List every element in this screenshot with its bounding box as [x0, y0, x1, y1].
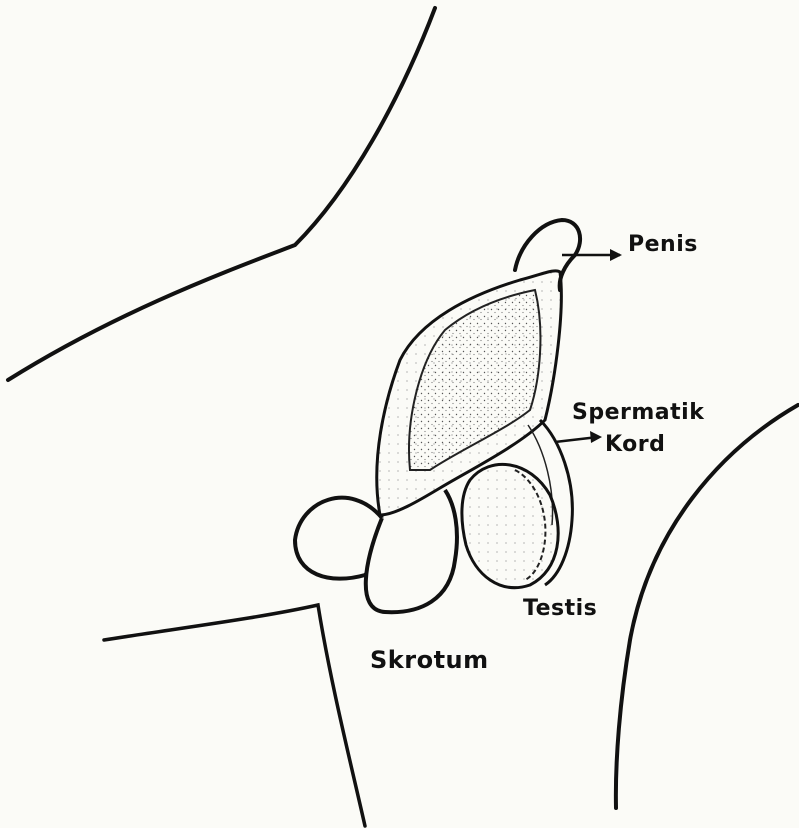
label-testis: Testis	[523, 596, 597, 621]
label-scrotum: Skrotum	[370, 646, 489, 674]
scrotal-incision-inner	[409, 290, 540, 470]
label-spermatic-cord-line2: Kord	[605, 432, 665, 457]
right-thigh-contour	[616, 405, 798, 808]
label-penis: Penis	[628, 232, 698, 257]
left-thigh-contour	[8, 8, 435, 380]
spermatic-cord-arrow	[555, 431, 602, 443]
testis-outline	[462, 464, 558, 587]
perineum-contour	[104, 605, 365, 826]
label-spermatic-cord-line1: Spermatik	[572, 400, 704, 425]
